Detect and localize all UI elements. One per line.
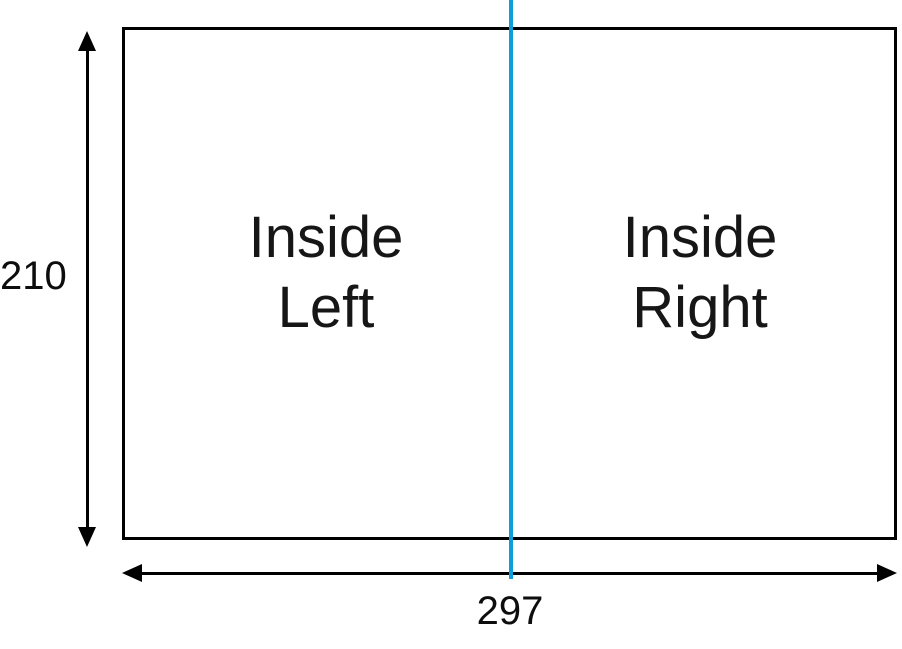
arrowhead-right-icon — [877, 564, 897, 582]
width-dimension-line — [134, 572, 883, 575]
inside-left-label-line2: Left — [277, 275, 375, 340]
inside-right-label-line1: Inside — [622, 205, 778, 270]
arrowhead-left-icon — [122, 564, 142, 582]
width-value-label: 297 — [476, 589, 544, 633]
arrowhead-up-icon — [78, 31, 96, 51]
inside-left-label-line1: Inside — [248, 205, 404, 270]
height-value-label: 210 — [0, 254, 67, 298]
arrowhead-down-icon — [78, 527, 96, 547]
inside-right-label-line2: Right — [632, 275, 768, 340]
height-dimension-line — [86, 44, 89, 532]
inside-left-label: Inside Left — [249, 203, 404, 343]
center-fold-line — [509, 0, 513, 579]
inside-right-label: Inside Right — [623, 203, 778, 343]
